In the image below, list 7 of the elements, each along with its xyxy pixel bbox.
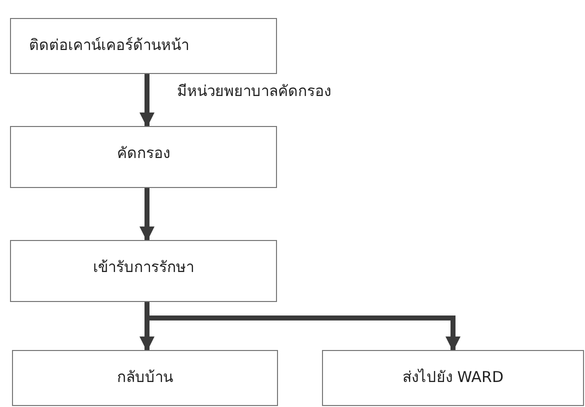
process-box: เข้ารับการรักษา	[10, 240, 277, 302]
arrow	[140, 74, 154, 128]
process-box: คัดกรอง	[10, 126, 277, 188]
process-box: ส่งไปยัง WARD	[322, 350, 584, 406]
arrow	[140, 188, 154, 242]
process-box: ติดต่อเคาน์เคอร์ด้านหน้า	[10, 18, 277, 74]
process-box: กลับบ้าน	[12, 350, 278, 406]
